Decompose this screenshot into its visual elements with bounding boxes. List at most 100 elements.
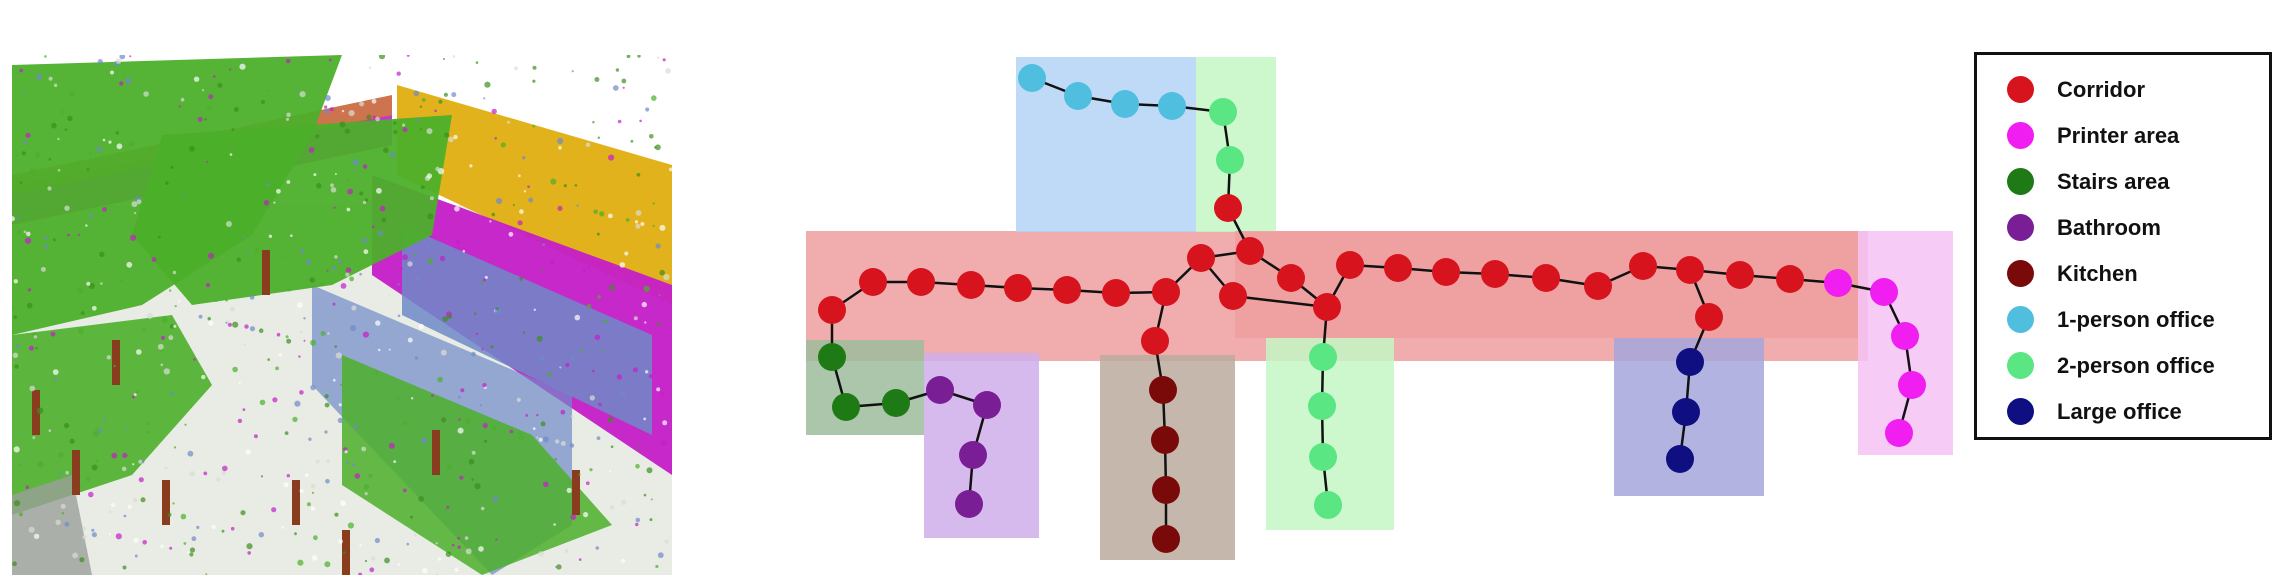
graph-node-corridor (1695, 303, 1723, 331)
cloud-point (608, 213, 613, 219)
cloud-point (160, 544, 164, 549)
cloud-point (26, 302, 33, 309)
cloud-point (242, 235, 246, 239)
cloud-point (60, 110, 64, 114)
cloud-point (281, 526, 284, 529)
cloud-point (482, 278, 487, 282)
cloud-point (540, 268, 543, 271)
cloud-point (381, 217, 387, 223)
cloud-point (129, 55, 132, 58)
cloud-point (268, 234, 273, 238)
cloud-point (111, 452, 118, 459)
cloud-point (660, 391, 665, 397)
cloud-point (541, 121, 546, 126)
cloud-point (189, 552, 194, 557)
cloud-point (221, 529, 225, 533)
cloud-point (555, 565, 558, 569)
cloud-point (354, 473, 361, 479)
cloud-point (563, 184, 567, 188)
cloud-point (285, 335, 289, 339)
cloud-point (115, 131, 120, 135)
cloud-point (113, 364, 116, 368)
cloud-point (287, 287, 291, 292)
cloud-point (35, 346, 38, 350)
cloud-point (383, 147, 389, 153)
graph-node-two (1209, 98, 1237, 126)
tree-trunk (292, 480, 300, 525)
cloud-point (13, 500, 21, 507)
cloud-point (32, 436, 36, 440)
cloud-point (555, 439, 560, 444)
node-layer (818, 64, 1926, 553)
cloud-point (303, 317, 306, 320)
vegetation-bottom (342, 355, 612, 575)
cloud-point (258, 328, 264, 334)
cloud-point (263, 200, 270, 206)
cloud-point (91, 528, 95, 532)
cloud-point (29, 168, 36, 174)
cloud-point (444, 132, 450, 138)
graph-node-one (1064, 82, 1092, 110)
cloud-point (332, 302, 336, 306)
cloud-point (609, 470, 612, 473)
cloud-point (351, 305, 357, 311)
cloud-point (361, 446, 367, 452)
cloud-point (491, 425, 497, 430)
cloud-point (246, 543, 253, 550)
cloud-point (471, 478, 474, 481)
cloud-point (444, 508, 448, 511)
cloud-point (616, 374, 623, 380)
cloud-point (308, 147, 315, 153)
legend: Corridor Printer area Stairs area Bathro… (1974, 52, 2272, 440)
cloud-point (362, 200, 367, 205)
graph-node-corridor (1236, 237, 1264, 265)
cloud-point (271, 153, 276, 158)
cloud-point (587, 266, 591, 270)
cloud-point (214, 299, 218, 302)
cloud-point (28, 526, 35, 533)
cloud-point (560, 441, 566, 446)
cloud-point (626, 55, 631, 59)
graph-node-printer (1898, 371, 1926, 399)
cloud-point (482, 383, 487, 388)
cloud-point (635, 210, 642, 216)
cloud-point (133, 497, 138, 503)
cloud-point (55, 519, 61, 525)
cloud-point (17, 229, 23, 235)
cloud-point (43, 236, 48, 240)
cloud-point (127, 504, 132, 509)
cloud-point (294, 532, 297, 536)
cloud-point (248, 251, 251, 254)
cloud-point (284, 431, 289, 435)
graph-node-corridor (1726, 261, 1754, 289)
cloud-point (93, 430, 99, 437)
cloud-point (64, 205, 70, 211)
cloud-point (164, 466, 168, 470)
cloud-point (82, 526, 86, 531)
cloud-point (173, 324, 177, 328)
cloud-point (13, 315, 17, 319)
cloud-point (480, 506, 485, 511)
cloud-point (183, 542, 187, 545)
cloud-point (630, 139, 634, 143)
tree-trunk (162, 480, 170, 525)
cloud-point (442, 58, 445, 60)
cloud-point (484, 275, 488, 280)
graph-node-two (1314, 491, 1342, 519)
cloud-point (643, 493, 647, 497)
cloud-point (258, 532, 264, 538)
cloud-point (447, 314, 453, 319)
cloud-point (303, 339, 306, 342)
cloud-point (454, 206, 460, 212)
cloud-point (388, 294, 391, 297)
cloud-point (458, 395, 461, 399)
cloud-point (201, 374, 206, 380)
cloud-point (644, 321, 647, 324)
cloud-point (651, 95, 657, 101)
cloud-point (35, 152, 41, 158)
cloud-point (574, 184, 578, 187)
cloud-point (407, 337, 413, 343)
cloud-point (535, 80, 538, 83)
cloud-point (208, 320, 214, 326)
cloud-point (299, 489, 304, 493)
